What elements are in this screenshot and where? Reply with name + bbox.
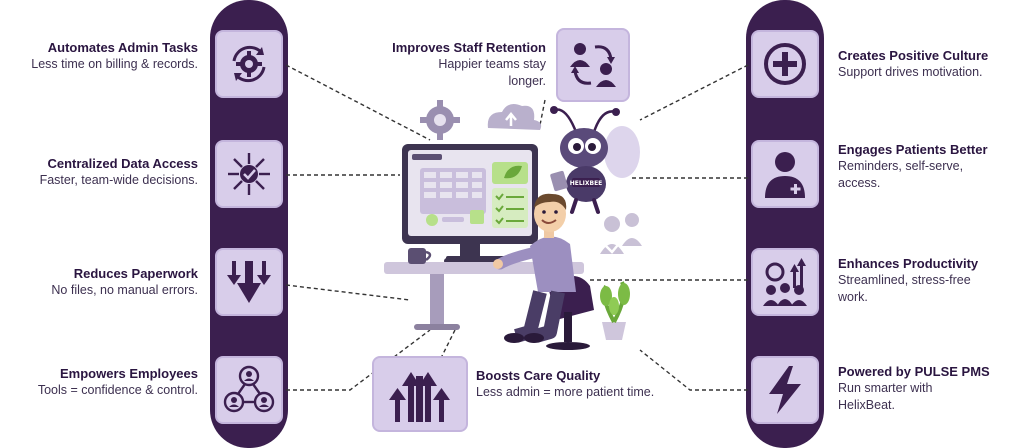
- benefit-desc: Support drives motivation.: [838, 65, 983, 79]
- benefit-desc: Less time on billing & records.: [31, 57, 198, 71]
- benefit-title: Enhances Productivity: [838, 256, 979, 271]
- benefit-title: Engages Patients Better: [838, 142, 988, 157]
- benefit-boosts-care: Boosts Care Quality Less admin = more pa…: [476, 368, 662, 401]
- benefit-title: Reduces Paperwork: [73, 266, 198, 281]
- benefit-title: Improves Staff Retention: [392, 40, 546, 55]
- people-exchange-icon: [556, 28, 630, 102]
- benefit-desc: Tools = confidence & control.: [37, 383, 198, 397]
- mascot-badge: HELIXBEE: [570, 180, 603, 187]
- benefit-desc: Less admin = more patient time.: [476, 385, 655, 399]
- benefit-title: Empowers Employees: [60, 366, 198, 381]
- people-network-icon: [215, 356, 283, 424]
- benefit-desc: No files, no manual errors.: [51, 283, 198, 297]
- benefit-empowers-employees: Empowers Employees Tools = confidence & …: [20, 366, 198, 399]
- benefit-desc: Reminders, self-serve, access.: [838, 159, 964, 190]
- benefit-desc: Faster, team-wide decisions.: [39, 173, 198, 187]
- benefit-title: Powered by PULSE PMS: [838, 364, 990, 379]
- benefit-centralized-data: Centralized Data Access Faster, team-wid…: [10, 156, 198, 189]
- team-growth-icon: [751, 248, 819, 316]
- benefit-title: Creates Positive Culture: [838, 48, 989, 63]
- potted-plant: [600, 281, 630, 340]
- cloud-upload-icon: [487, 104, 542, 130]
- benefit-desc: Run smarter with HelixBeat.: [838, 381, 933, 412]
- benefit-powered-by-pulse: Powered by PULSE PMS Run smarter with He…: [838, 364, 1018, 414]
- gear-cycle-icon: [215, 30, 283, 98]
- up-arrows-icon: [372, 356, 468, 432]
- benefit-desc: Streamlined, stress-free work.: [838, 273, 971, 304]
- benefit-title: Automates Admin Tasks: [47, 40, 198, 55]
- benefit-staff-retention: Improves Staff Retention Happier teams s…: [358, 40, 546, 90]
- benefit-engages-patients: Engages Patients Better Reminders, self-…: [838, 142, 1018, 192]
- benefit-title: Centralized Data Access: [47, 156, 198, 171]
- down-arrows-icon: [215, 248, 283, 316]
- man-at-desk: [493, 193, 594, 350]
- benefit-title: Boosts Care Quality: [476, 368, 601, 383]
- helixbee-mascot: HELIXBEE: [550, 106, 640, 214]
- benefit-enhances-productivity: Enhances Productivity Streamlined, stres…: [838, 256, 1018, 306]
- benefit-desc: Happier teams stay longer.: [438, 57, 546, 88]
- faded-people-icon: [600, 213, 642, 254]
- patient-icon: [751, 140, 819, 208]
- benefit-positive-culture: Creates Positive Culture Support drives …: [838, 48, 1018, 81]
- benefit-reduces-paperwork: Reduces Paperwork No files, no manual er…: [20, 266, 198, 299]
- benefit-automates-admin: Automates Admin Tasks Less time on billi…: [20, 40, 198, 73]
- office-illustration: HELIXBEE: [384, 100, 642, 350]
- floating-gear-icon: [420, 100, 460, 140]
- hub-check-icon: [215, 140, 283, 208]
- plus-circle-icon: [751, 30, 819, 98]
- monitor: [402, 144, 538, 264]
- lightning-icon: [751, 356, 819, 424]
